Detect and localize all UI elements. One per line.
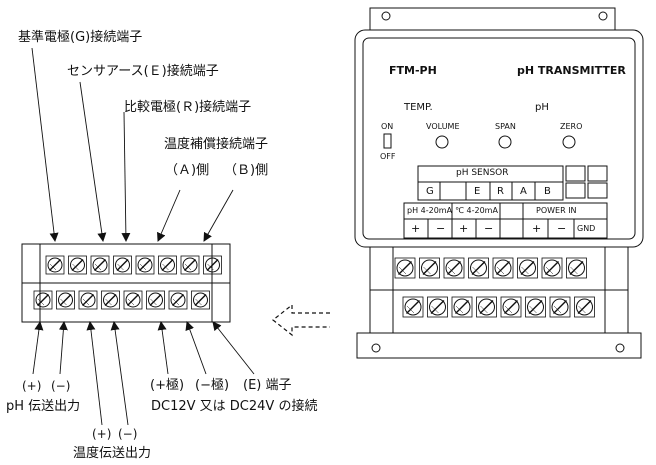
terminal-screw [90, 255, 110, 275]
label-e: E [474, 186, 481, 197]
callout-ph-plus: (+) [22, 379, 42, 393]
leader-t-plus [86, 321, 103, 426]
leader-e-term [212, 321, 255, 375]
terminal-screw [549, 296, 571, 318]
terminal-screw [203, 255, 222, 275]
callout-temp-minus: (−) [118, 427, 138, 441]
leader-ph-plus [32, 321, 44, 375]
terminal-screw [78, 290, 98, 310]
label-plus-2: + [459, 222, 469, 235]
terminal-screw [191, 290, 210, 310]
label-temp-4-20: ℃ 4-20mA [455, 206, 498, 215]
label-plus-1: + [411, 222, 421, 235]
label-zero: ZERO [560, 122, 583, 131]
label-span: SPAN [495, 122, 516, 131]
callout-compare-ref: 比較電極(Ｒ)接続端子 [124, 100, 252, 115]
callout-ph-output: pH 伝送出力 [6, 399, 81, 414]
label-on: ON [381, 122, 394, 131]
terminal-screw [68, 255, 87, 275]
transmitter-housing [354, 7, 644, 359]
callout-neg-pole: (−極) [195, 378, 230, 393]
terminal-screw [541, 257, 563, 279]
callout-dc-connection: DC12V 又は DC24V の接続 [151, 399, 318, 414]
callout-temp-plus: (+) [92, 427, 112, 441]
label-minus-3: − [557, 222, 567, 235]
label-temp: TEMP. [404, 102, 433, 113]
leader-t-minus [110, 321, 129, 426]
terminal-screw [500, 296, 522, 318]
label-a: A [520, 186, 527, 197]
leader-a [157, 189, 181, 242]
terminal-screw [158, 255, 177, 275]
leader-e [79, 81, 107, 242]
callout-side-b: （Ｂ)側 [224, 163, 269, 178]
terminal-row-lower [33, 290, 210, 310]
terminal-screw [419, 257, 440, 279]
callout-temp-comp: 温度補償接続端子 [164, 137, 269, 152]
terminal-screw [33, 290, 53, 310]
terminal-screw [113, 255, 132, 275]
terminal-screw [146, 290, 165, 310]
device-terminal-row-lower [402, 296, 595, 318]
device-product: pH TRANSMITTER [517, 64, 626, 77]
terminal-screw [468, 257, 489, 279]
terminal-screw [443, 257, 465, 279]
terminal-screw [517, 257, 538, 279]
label-off: OFF [380, 152, 396, 161]
callout-pos-pole: (+極) [150, 378, 185, 393]
label-minus-1: − [436, 222, 446, 235]
leader-ph-minus [58, 321, 68, 375]
label-volume: VOLUME [426, 122, 460, 131]
callout-sensor-earth: センサアース(Ｅ)接続端子 [67, 64, 219, 79]
label-ph-sensor: pH SENSOR [456, 168, 509, 178]
callout-temp-output: 温度伝送出力 [73, 446, 152, 461]
terminal-screw [135, 255, 155, 275]
terminal-screw [101, 290, 120, 310]
terminal-screw [476, 296, 497, 318]
label-g: G [426, 186, 434, 197]
label-ph: pH [535, 102, 549, 113]
label-power-in: POWER IN [536, 206, 577, 215]
terminal-screw [525, 296, 546, 318]
label-ph-4-20: pH 4-20mA [407, 206, 453, 215]
terminal-screw [402, 296, 424, 318]
label-r: R [497, 186, 504, 197]
terminal-screw [427, 296, 448, 318]
terminal-screw [492, 257, 514, 279]
terminal-screw [394, 257, 416, 279]
leader-r [121, 111, 131, 242]
terminal-label-table [403, 165, 608, 239]
terminal-screw [56, 290, 75, 310]
label-minus-2: − [484, 222, 494, 235]
terminal-screw [180, 255, 200, 275]
callout-side-a: （Ａ)側 [165, 163, 210, 178]
device-terminal-row-upper [394, 257, 587, 279]
terminal-row-upper [45, 255, 222, 275]
leader-b [203, 189, 234, 242]
leader-g [31, 47, 59, 242]
terminal-screw [574, 296, 595, 318]
device-model: FTM-PH [389, 64, 437, 77]
callout-ph-minus: (−) [51, 379, 71, 393]
label-plus-3: + [532, 222, 542, 235]
label-b: B [544, 186, 551, 197]
direction-arrow [272, 303, 330, 337]
leader-pos [157, 321, 169, 375]
callout-e-terminal: (E) 端子 [243, 378, 292, 393]
terminal-screw [45, 255, 65, 275]
terminal-screw [168, 290, 188, 310]
leader-neg [185, 321, 207, 375]
terminal-screw [566, 257, 587, 279]
callout-ground-ref: 基準電極(G)接続端子 [18, 30, 143, 45]
label-gnd: GND [577, 224, 596, 233]
terminal-screw [123, 290, 143, 310]
terminal-screw [451, 296, 473, 318]
